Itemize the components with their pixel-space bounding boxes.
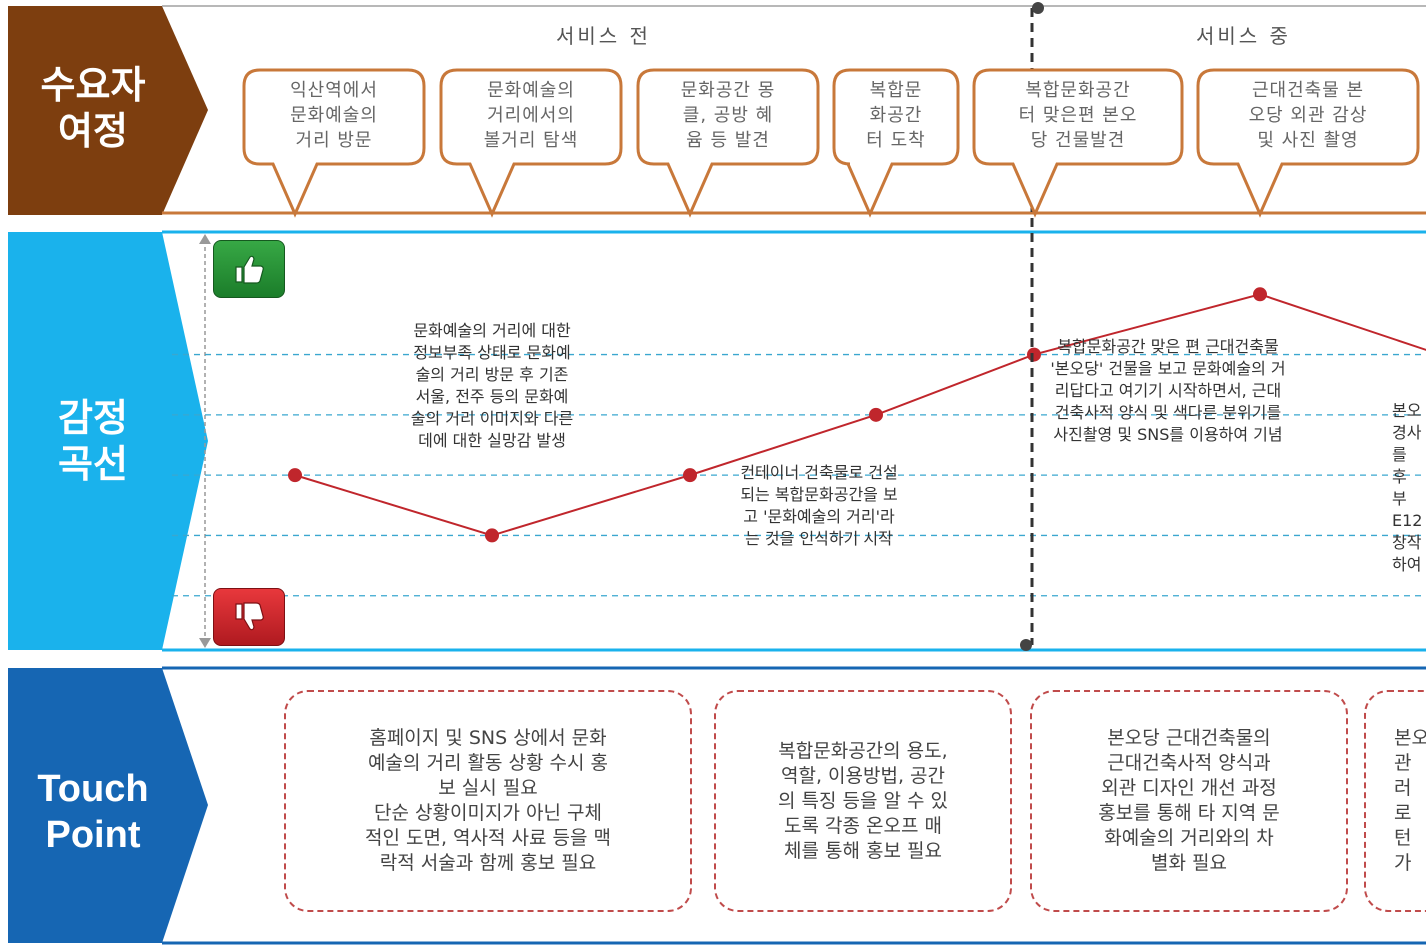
touchpoint-box-4-partial: 본오 관 러 로 턴 가: [1364, 690, 1426, 912]
emotion-annotation-4-partial: 본오 경사 를 후 부 E12 창작 하여: [1392, 401, 1423, 574]
journey-row-arrow: [8, 6, 208, 215]
touchpoint-text-3: 본오당 근대건축물의 근대건축사적 양식과 외관 디자인 개선 과정 홍보를 통…: [1098, 727, 1280, 874]
journey-step-5: 복합문화공간 터 맞은편 본오 당 건물발견: [1018, 80, 1138, 151]
emotion-point-2: [485, 528, 499, 543]
journey-step-1: 익산역에서 문화예술의 거리 방문: [290, 80, 378, 151]
emotion-annotation-1: 문화예술의 거리에 대한 정보부족 상태로 문화예 술의 거리 방문 후 기존 …: [410, 321, 574, 450]
emotion-point-1: [288, 468, 302, 483]
phase-before-label: 서비스 전: [556, 24, 651, 48]
touchpoint-text-1: 홈페이지 및 SNS 상에서 문화 예술의 거리 활동 상황 수시 홍 보 실시…: [365, 727, 611, 874]
emotion-point-4: [869, 407, 883, 422]
emotion-row-label: 감정 곡선: [58, 396, 128, 486]
touchpoint-box-1: 홈페이지 및 SNS 상에서 문화 예술의 거리 활동 상황 수시 홍 보 실시…: [284, 690, 692, 912]
journey-step-6: 근대건축물 본 오당 외관 감상 및 사진 촬영: [1248, 80, 1368, 151]
thumbs-down-icon: [213, 588, 285, 646]
emotion-annotation-2: 컨테이너 건축물로 건설 되는 복합문화공간을 보 고 '문화예술의 거리'라 …: [740, 463, 898, 548]
emotion-scale-arrow-up: [199, 234, 211, 244]
journey-step-2: 문화예술의 거리에서의 볼거리 탐색: [483, 80, 579, 151]
thumbs-up-icon: [213, 240, 285, 298]
touchpoint-box-2: 복합문화공간의 용도, 역할, 이용방법, 공간 의 특징 등을 알 수 있 도…: [714, 690, 1012, 912]
emotion-point-3: [683, 468, 697, 483]
emotion-gridlines: [172, 353, 1426, 597]
journey-step-3: 문화공간 몽 클, 공방 혜 윰 등 발견: [680, 80, 776, 151]
emotion-curve: [288, 287, 1426, 543]
journey-bubbles: [242, 68, 1420, 218]
emotion-scale-arrow-down: [199, 638, 211, 648]
emotion-annotation-3: 복합문화공간 맞은 편 근대건축물 '본오당' 건물을 보고 문화예술의 거 리…: [1050, 337, 1286, 444]
journey-row-label: 수요자 여정: [40, 63, 146, 153]
touchpoint-text-4-partial: 본오 관 러 로 턴 가: [1394, 727, 1426, 874]
touchpoint-row-arrow: [8, 668, 208, 943]
journey-bubble-3: [636, 68, 820, 218]
touchpoint-row-label: Touch Point: [37, 768, 149, 856]
journey-bubble-1: [242, 68, 426, 218]
phase-divider-top-dot: [1032, 2, 1044, 14]
emotion-point-6: [1253, 287, 1267, 302]
phase-during-label: 서비스 중: [1196, 24, 1291, 48]
journey-bubble-4: [832, 68, 960, 218]
touchpoint-box-3: 본오당 근대건축물의 근대건축사적 양식과 외관 디자인 개선 과정 홍보를 통…: [1030, 690, 1348, 912]
journey-bubble-2: [439, 68, 623, 218]
phase-divider-bottom-dot: [1020, 639, 1032, 651]
touchpoint-text-2: 복합문화공간의 용도, 역할, 이용방법, 공간 의 특징 등을 알 수 있 도…: [777, 739, 949, 862]
emotion-row-arrow: [8, 232, 208, 650]
journey-bubble-6: [1196, 68, 1420, 218]
journey-bubble-5: [972, 68, 1184, 218]
journey-step-4: 복합문 화공간 터 도착: [866, 80, 926, 151]
